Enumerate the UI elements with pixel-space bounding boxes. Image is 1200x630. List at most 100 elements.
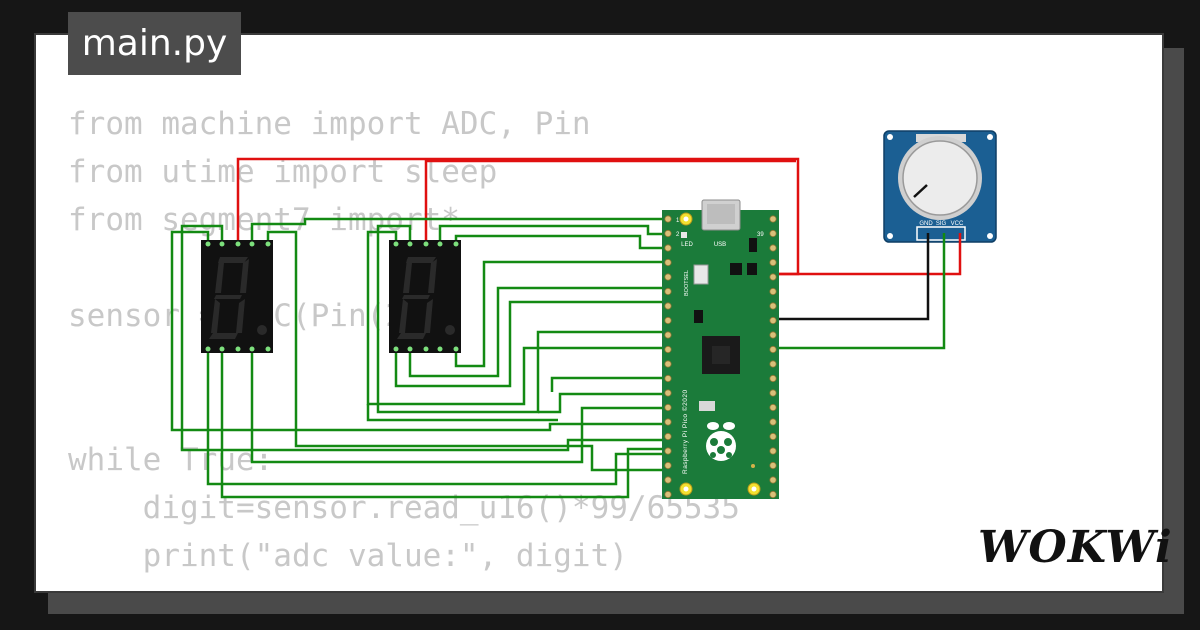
bootsel-button[interactable] [693, 264, 709, 285]
pico-pin-pad[interactable] [769, 403, 777, 412]
mount-hole-inner [683, 216, 689, 222]
decimal-point [257, 325, 267, 335]
chip-small-icon [747, 263, 757, 275]
pico-pin-pad[interactable] [664, 331, 672, 339]
pico-silkscreen: Raspberry Pi Pico ©2020 [681, 389, 689, 474]
segments [397, 257, 437, 339]
wire-d2-bot-b[interactable] [408, 286, 668, 378]
wire-d2-top-c[interactable] [438, 224, 668, 242]
pico-pin-pad[interactable] [769, 447, 777, 455]
code-line: while True: [68, 442, 274, 478]
pin-2-label: 2 [676, 232, 680, 238]
pico-pin-pad[interactable] [664, 461, 672, 470]
wire-vcc[interactable] [773, 233, 962, 276]
wire-gnd[interactable] [773, 233, 930, 321]
pot-knob[interactable] [902, 140, 978, 216]
pico-pin-pad[interactable] [664, 273, 672, 281]
file-tab[interactable]: main.py [68, 12, 241, 75]
wire-extra-2[interactable] [538, 392, 668, 414]
seven-segment-display-1[interactable] [201, 240, 273, 353]
pico-pin-pad[interactable] [769, 432, 777, 441]
pico-pin-pad[interactable] [769, 461, 777, 470]
mount-hole-inner [751, 486, 757, 492]
mount-hole-icon [887, 233, 893, 239]
pico-pin-pad[interactable] [769, 331, 777, 339]
pico-pin-pad[interactable] [769, 316, 777, 325]
pico-pin-pad[interactable] [664, 316, 672, 325]
power-wires [236, 157, 800, 276]
wire-d1-top-c[interactable] [250, 217, 668, 242]
pico-pin-pad[interactable] [664, 418, 672, 426]
wire-d1-top-d[interactable] [266, 230, 668, 472]
pico-pin-pad[interactable] [769, 244, 777, 252]
pico-pin-pad[interactable] [769, 389, 777, 397]
pico-pin-pad[interactable] [769, 345, 777, 354]
pico-pin-pad[interactable] [769, 476, 777, 484]
pico-pin-pad[interactable] [664, 215, 672, 223]
chip-small-icon [730, 263, 742, 275]
pico-pin-pad[interactable] [664, 345, 672, 354]
pico-pin-pad[interactable] [769, 273, 777, 281]
pico-pin-pad[interactable] [664, 244, 672, 252]
pico-pin-pad[interactable] [664, 476, 672, 484]
led-icon [681, 232, 687, 238]
pico-pin-pad[interactable] [664, 403, 672, 412]
wire-d2-top-d[interactable] [454, 234, 668, 250]
wire-d1-bot-c[interactable] [250, 349, 668, 464]
test-point-icon [751, 464, 755, 468]
display-pins [205, 241, 271, 352]
crystal-icon [699, 401, 715, 411]
pin-1-label: 1 [676, 218, 680, 224]
wire-d1-top-a[interactable] [170, 230, 668, 432]
pico-pin-pad[interactable] [769, 229, 777, 238]
code-line: print("adc value:", digit) [68, 538, 628, 574]
led-label: LED [681, 242, 693, 248]
wire-d2-bot-a[interactable] [394, 300, 668, 388]
wire-power-display-2[interactable] [424, 159, 796, 242]
pico-pin-pad[interactable] [664, 302, 672, 310]
pico-pin-pad[interactable] [664, 490, 672, 499]
wire-extra-3[interactable] [366, 404, 558, 422]
wire-d1-bot-a[interactable] [206, 349, 668, 486]
raspberry-pi-pico[interactable]: USB LED 1 2 39 BOOTSEL Raspberry Pi Pico… [662, 199, 779, 499]
pico-pin-pad[interactable] [769, 418, 777, 426]
pico-pin-pad[interactable] [664, 447, 672, 455]
seven-segment-display-2[interactable] [389, 240, 461, 353]
pico-pin-pad[interactable] [769, 374, 777, 383]
wokwi-logo: WOKWi [978, 522, 1173, 573]
segments [209, 257, 249, 339]
pin-39-label: 39 [757, 232, 764, 238]
pico-pin-pad[interactable] [664, 432, 672, 441]
wire-d1-bot-b[interactable] [220, 349, 668, 499]
wire-d1-top-b[interactable] [180, 224, 668, 452]
wire-extra-1[interactable] [550, 376, 668, 392]
rp2040-chip-die [712, 346, 730, 364]
pico-pin-pad[interactable] [664, 287, 672, 296]
pico-pin-pad[interactable] [769, 287, 777, 296]
pico-pin-pad[interactable] [769, 258, 777, 267]
wire-d2-bot-c[interactable] [454, 260, 668, 368]
pot-indicator [913, 184, 928, 198]
pot-header [916, 226, 966, 241]
wire-power-display-1[interactable] [236, 157, 800, 276]
pico-pin-pad[interactable] [664, 374, 672, 383]
pico-pin-pad[interactable] [664, 360, 672, 368]
code-line: from machine import ADC, Pin [68, 106, 591, 142]
mount-hole-icon [887, 134, 893, 140]
signal-wires [170, 217, 668, 499]
decimal-point [445, 325, 455, 335]
pico-pin-pad[interactable] [769, 490, 777, 499]
pico-pin-pad[interactable] [664, 258, 672, 267]
pico-pin-pad[interactable] [664, 389, 672, 397]
pico-pin-pad[interactable] [664, 229, 672, 238]
pico-pin-pad[interactable] [769, 360, 777, 368]
pico-pin-pad[interactable] [769, 215, 777, 223]
pico-pin-pad[interactable] [769, 302, 777, 310]
wire-d2-top-b[interactable] [376, 224, 668, 414]
display-pins [393, 241, 459, 352]
potentiometer[interactable]: GND SIG VCC [883, 130, 997, 243]
pico-pin-headers [664, 215, 777, 499]
wire-signal[interactable] [773, 233, 946, 350]
mount-hole-inner [683, 486, 689, 492]
